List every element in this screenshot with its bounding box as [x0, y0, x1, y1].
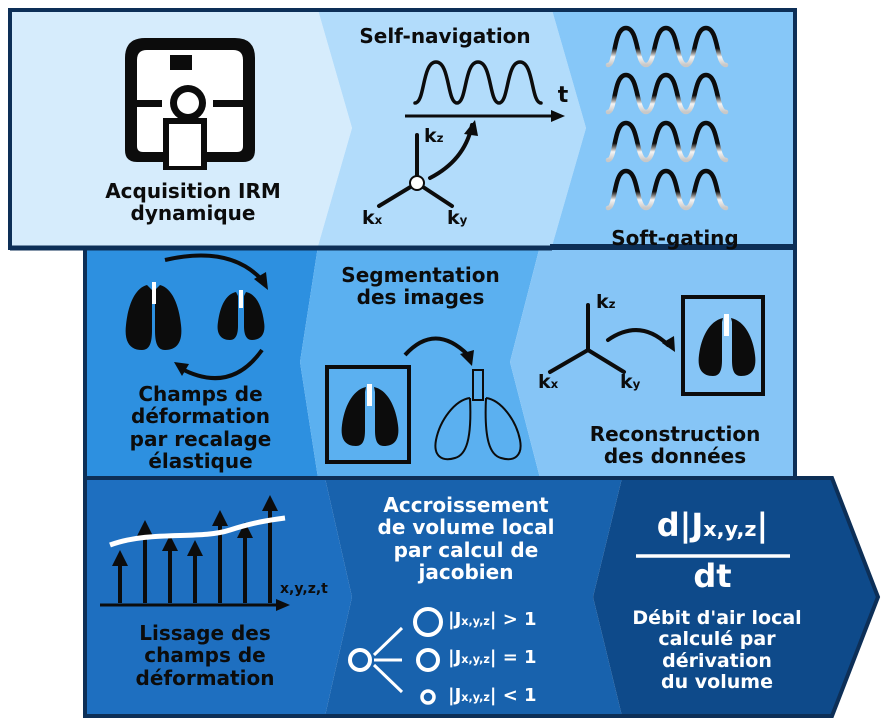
reconstructed-image-frame [681, 295, 765, 396]
smoothing-label: Lissage des champs de déformation [135, 621, 275, 690]
soft-gating-label: Soft-gating [611, 226, 739, 250]
reference-circle [348, 648, 372, 672]
segmentation-label: Segmentation des images [341, 263, 500, 310]
segmented-lungs-outline [434, 369, 522, 461]
smoothing-plot [100, 495, 290, 611]
kx-label-top: kx [362, 207, 383, 229]
lungs-small-icon [217, 290, 265, 340]
smoothed-curve [109, 515, 286, 548]
volume-increase-label: Accroissement de volume local par calcul… [377, 493, 555, 585]
time-axis-label: t [557, 83, 569, 108]
panel-self-navigation [318, 10, 586, 246]
self-navigation-label: Self-navigation [359, 24, 531, 48]
respiratory-wave [413, 60, 543, 105]
jacobian-case-unchanged: |Jx,y,z| = 1 [448, 647, 537, 668]
compressed-circle [420, 689, 436, 705]
mri-scanner-icon [125, 38, 255, 170]
expanded-circle [413, 607, 443, 637]
airflow-label: Débit d'air local calculé par dérivation… [632, 607, 802, 693]
deformation-icon [125, 253, 268, 381]
deformation-label: Champs de déformation par recalage élast… [129, 382, 272, 474]
jacobian-case-compressed: |Jx,y,z| < 1 [448, 685, 537, 706]
kz-label-recon: kz [596, 291, 616, 313]
kx-label-recon: kx [538, 371, 559, 393]
panel-airflow [593, 478, 878, 716]
framed-lungs-image [325, 365, 411, 464]
outline-bottom [83, 476, 881, 718]
time-axis-arrowhead [551, 110, 565, 122]
panel-reconstruction [510, 246, 795, 478]
smoothing-axis-label: x,y,z,t [280, 581, 328, 597]
acquisition-label: Acquisition IRM dynamique [105, 179, 281, 226]
reconstruction-label: Reconstruction des données [589, 422, 761, 469]
lungs-large-icon [125, 282, 182, 350]
formula-numerator: d|Jx,y,z| [656, 506, 769, 544]
ky-label-top: ky [447, 207, 468, 229]
kz-label-top: kz [424, 125, 444, 147]
k-space-origin [409, 175, 425, 191]
panel-jacobian [325, 478, 622, 716]
deformation-arrowheads [112, 495, 278, 566]
jacobian-diagram [348, 607, 443, 705]
ky-label-recon: ky [620, 371, 641, 393]
self-navigation-signal [405, 60, 565, 122]
unchanged-circle [416, 648, 440, 672]
soft-gating-waves [605, 25, 729, 211]
rotation-arrowhead-top [464, 120, 478, 136]
jacobian-case-expanded: |Jx,y,z| > 1 [448, 609, 537, 630]
reconstruction-icon [548, 295, 765, 396]
formula-denominator: dt [693, 557, 732, 595]
segmentation-icon [325, 336, 522, 464]
